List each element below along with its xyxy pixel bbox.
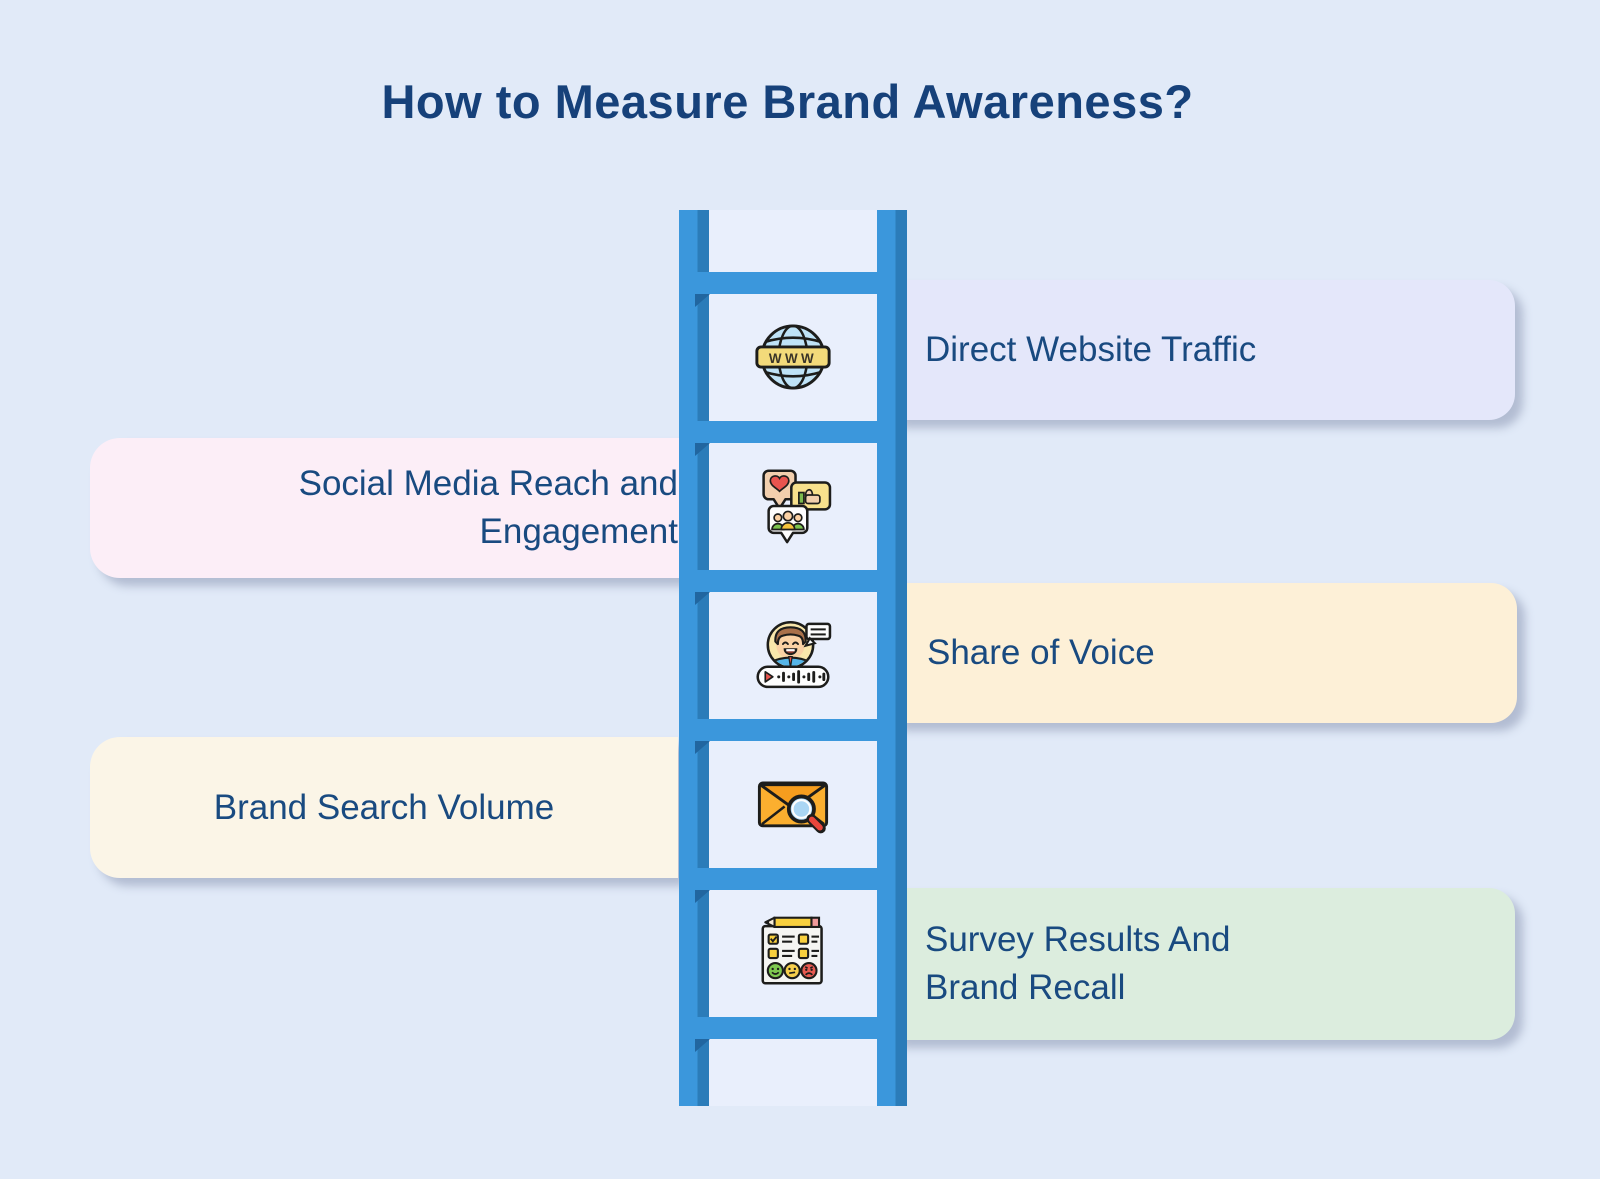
- social-engagement-icon: [762, 469, 832, 544]
- ladder-step-1: WWW: [751, 315, 835, 399]
- ladder-rung: [695, 868, 891, 890]
- ladder-rail-right: [877, 210, 907, 1106]
- ladder-rail-left: [679, 210, 709, 1106]
- card-direct-website-traffic: Direct Website Traffic: [893, 280, 1515, 420]
- card-survey-results: Survey Results And Brand Recall: [893, 888, 1515, 1040]
- ladder-rung: [695, 272, 891, 294]
- ladder-rung: [695, 1017, 891, 1039]
- survey-results-icon: [761, 916, 823, 985]
- ladder-step-5: [751, 911, 835, 995]
- card-label: Direct Website Traffic: [925, 330, 1257, 370]
- page-title: How to Measure Brand Awareness?: [381, 75, 1194, 128]
- brand-search-icon: [757, 781, 829, 834]
- share-of-voice-icon: [756, 620, 832, 689]
- card-label: Share of Voice: [927, 633, 1155, 673]
- ladder-step-4: [751, 762, 835, 846]
- ladder-rung: [695, 719, 891, 741]
- card-label: Social Media Reach and Engagement: [298, 464, 678, 551]
- card-brand-search-volume: Brand Search Volume: [90, 737, 678, 878]
- card-label: Survey Results And Brand Recall: [925, 920, 1231, 1007]
- ladder-rung: [695, 421, 891, 443]
- card-social-media-reach: Social Media Reach and Engagement: [90, 438, 718, 578]
- svg-text:WWW: WWW: [769, 351, 817, 366]
- card-label: Brand Search Volume: [213, 787, 555, 827]
- www-globe-icon: WWW: [755, 324, 831, 390]
- ladder-rung: [695, 570, 891, 592]
- ladder-step-3: [751, 613, 835, 697]
- card-share-of-voice: Share of Voice: [893, 583, 1517, 723]
- ladder-step-2: [751, 464, 835, 548]
